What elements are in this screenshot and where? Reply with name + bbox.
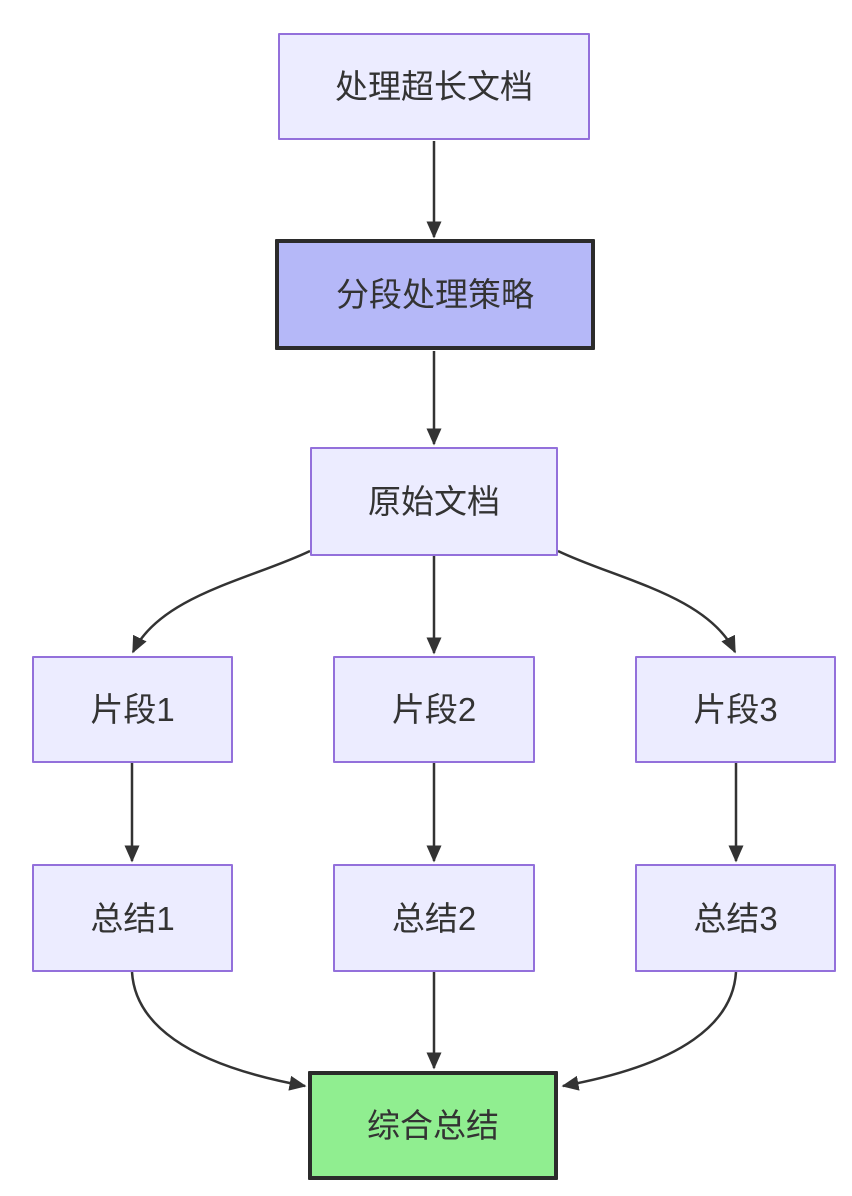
- edge-summary1-final: [130, 971, 307, 1091]
- node-chunk1: 片段1: [32, 656, 233, 763]
- node-strategy: 分段处理策略: [275, 239, 595, 350]
- node-summary3: 总结3: [635, 864, 836, 972]
- node-summary1-label: 总结1: [90, 899, 175, 937]
- node-chunk3: 片段3: [635, 656, 836, 763]
- node-chunk2: 片段2: [333, 656, 535, 763]
- edge-source-chunk1: [131, 549, 311, 654]
- edge-source-chunk3: [557, 549, 737, 654]
- node-summary3-label: 总结3: [693, 899, 778, 937]
- node-source: 原始文档: [310, 447, 558, 556]
- node-chunk2-label: 片段2: [391, 691, 477, 728]
- node-final-label: 综合总结: [367, 1107, 499, 1144]
- edge-summary3-final: [561, 971, 738, 1091]
- node-summary2: 总结2: [333, 864, 535, 972]
- node-chunk3-label: 片段3: [693, 691, 778, 728]
- node-start: 处理超长文档: [278, 33, 590, 140]
- node-summary1: 总结1: [32, 864, 233, 972]
- node-chunk1-label: 片段1: [90, 691, 175, 728]
- node-final: 综合总结: [308, 1071, 558, 1180]
- node-start-label: 处理超长文档: [335, 68, 533, 105]
- node-strategy-label: 分段处理策略: [336, 276, 534, 313]
- node-source-label: 原始文档: [368, 483, 500, 520]
- node-summary2-label: 总结2: [391, 899, 477, 937]
